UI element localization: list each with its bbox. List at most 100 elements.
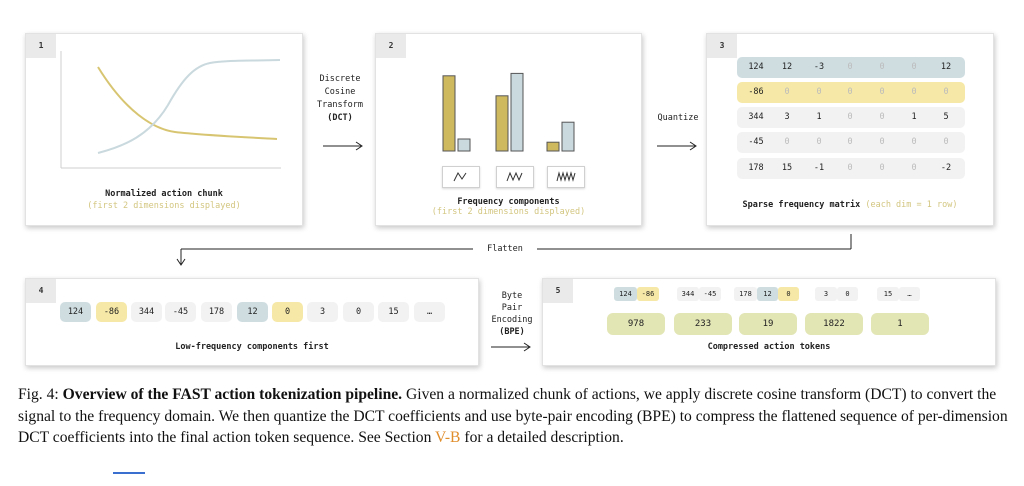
- matrix-cell: 0: [879, 112, 885, 122]
- token-group-chip: -86: [637, 287, 659, 301]
- panel-number: 1: [26, 34, 56, 58]
- matrix-cell: 0: [847, 62, 853, 72]
- bar-n-series-1: [442, 75, 456, 152]
- matrix-cell: 0: [879, 163, 885, 173]
- matrix-cell: 178: [748, 163, 764, 173]
- figure-label: Fig. 4:: [18, 386, 59, 403]
- bar-nn-series-1: [495, 95, 509, 152]
- token-group-chip: 124: [614, 287, 637, 301]
- matrix-cell: 0: [847, 137, 853, 147]
- token-group-chip: 0: [837, 287, 858, 301]
- sequence-chip: 12: [237, 302, 268, 322]
- matrix-cell: 0: [847, 163, 853, 173]
- token-group-chip: -45: [699, 287, 721, 301]
- panel-2-subtitle: (first 2 dimensions displayed): [431, 207, 586, 217]
- sequence-chip: 124: [60, 302, 91, 322]
- dct-arrow: [323, 141, 363, 151]
- panel-number: 4: [26, 279, 56, 303]
- bar-n-series-2: [457, 138, 471, 152]
- matrix-cell: -45: [748, 137, 764, 147]
- matrix-cell: 0: [784, 87, 790, 97]
- panel-1-subtitle: (first 2 dimensions displayed): [87, 201, 241, 211]
- quantize-arrow: [657, 141, 697, 151]
- token-group-chip: 0: [778, 287, 799, 301]
- sequence-chip: -45: [165, 302, 196, 322]
- bar-nnn-series-2: [561, 121, 575, 152]
- dct-label: Discrete Cosine Transform (DCT): [316, 74, 364, 123]
- matrix-cell: 3: [784, 112, 790, 122]
- matrix-cell: 0: [847, 112, 853, 122]
- panel-number: 3: [707, 34, 737, 58]
- action-token: 1: [871, 313, 929, 335]
- panel-2-title: Frequency components: [457, 197, 560, 207]
- token-group-chip: 12: [757, 287, 778, 301]
- action-chunk-plot: [60, 51, 281, 169]
- section-reference-link[interactable]: V-B: [435, 429, 461, 446]
- matrix-cell: 0: [879, 137, 885, 147]
- sequence-chip: …: [414, 302, 445, 322]
- figure-end: for a detailed description.: [464, 429, 624, 446]
- figure-title: Overview of the FAST action tokenization…: [62, 386, 403, 403]
- matrix-cell: 1: [911, 112, 917, 122]
- sequence-chip: 3: [307, 302, 338, 322]
- token-group-chip: 15: [877, 287, 899, 301]
- matrix-cell: 0: [911, 62, 917, 72]
- panel-1-title: Normalized action chunk: [105, 189, 223, 199]
- matrix-cell: -3: [813, 62, 825, 72]
- sequence-chip: 0: [343, 302, 374, 322]
- matrix-cell: 0: [943, 137, 949, 147]
- matrix-cell: 0: [816, 137, 822, 147]
- panel-3-caption: Sparse frequency matrix (each dim = 1 ro…: [706, 200, 994, 210]
- matrix-cell: 124: [748, 62, 764, 72]
- action-dim-1-curve: [97, 66, 278, 140]
- flatten-label: Flatten: [487, 244, 523, 254]
- matrix-cell: -86: [748, 87, 764, 97]
- panel-3-subtitle: (each dim = 1 row): [865, 200, 958, 210]
- matrix-cell: 0: [911, 87, 917, 97]
- panel-low-frequency-sequence: 4: [25, 278, 479, 366]
- matrix-cell: 0: [847, 87, 853, 97]
- bar-nnn-series-1: [546, 141, 560, 152]
- matrix-cell: 0: [911, 137, 917, 147]
- action-token: 978: [607, 313, 665, 335]
- frequency-bar-chart: [442, 72, 575, 152]
- bpe-label: Byte Pair Encoding (BPE): [491, 291, 533, 337]
- sequence-chip: 344: [131, 302, 162, 322]
- matrix-row: -45 0 0 0 0 0 0: [737, 132, 965, 153]
- matrix-cell: 12: [781, 62, 793, 72]
- quantize-label: Quantize: [657, 113, 699, 123]
- matrix-cell: -2: [940, 163, 952, 173]
- sequence-chip: -86: [96, 302, 127, 322]
- sequence-chip: 0: [272, 302, 303, 322]
- matrix-cell: 0: [816, 87, 822, 97]
- panel-3-title: Sparse frequency matrix: [742, 200, 861, 210]
- figure-caption: Fig. 4: Overview of the FAST action toke…: [18, 384, 1008, 449]
- matrix-cell: 15: [781, 163, 793, 173]
- action-token: 233: [674, 313, 732, 335]
- matrix-cell: 5: [943, 112, 949, 122]
- bar-nn-series-2: [510, 72, 524, 152]
- token-group-chip: 3: [815, 287, 837, 301]
- wave-high-frequency-icon: [547, 166, 585, 188]
- action-dim-2-curve: [97, 59, 281, 154]
- flatten-connector: [176, 234, 852, 266]
- matrix-cell: 0: [879, 62, 885, 72]
- panel-4-title: Low-frequency components first: [175, 342, 329, 352]
- matrix-cell: 0: [911, 163, 917, 173]
- reference-underline: [113, 472, 145, 474]
- token-group-chip: 178: [734, 287, 757, 301]
- action-token: 19: [739, 313, 797, 335]
- action-token: 1822: [805, 313, 863, 335]
- bpe-arrow: [491, 342, 531, 352]
- wave-mid-frequency-icon: [496, 166, 534, 188]
- panel-number: 2: [376, 34, 406, 58]
- sequence-chip: 15: [378, 302, 409, 322]
- matrix-cell: 0: [784, 137, 790, 147]
- matrix-cell: 1: [816, 112, 822, 122]
- token-group-chip: 344: [677, 287, 699, 301]
- sequence-chip: 178: [201, 302, 232, 322]
